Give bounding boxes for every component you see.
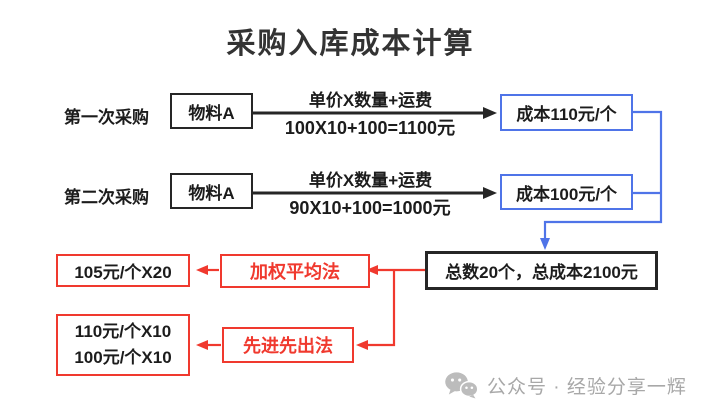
- purchase2-unit-cost-box: 成本100元/个: [500, 174, 633, 210]
- purchase2-formula-label: 单价X数量+运费: [308, 171, 433, 190]
- method-fifo-box: 先进先出法: [222, 327, 354, 363]
- purchase1-formula-calc: 100X10+100=1100元: [284, 118, 456, 138]
- wechat-icon: [445, 372, 479, 399]
- result-fifo-line2: 100元/个X10: [74, 348, 172, 367]
- result-weighted-average-box: 105元/个X20: [56, 254, 190, 287]
- purchase2-material-box: 物料A: [170, 173, 253, 209]
- purchase1-formula-label: 单价X数量+运费: [308, 91, 433, 110]
- page-title: 采购入库成本计算: [226, 28, 475, 60]
- purchase2-formula-calc: 90X10+100=1000元: [289, 198, 451, 218]
- watermark: 公众号 · 经验分享一辉: [444, 371, 687, 399]
- purchase2-label: 第二次采购: [64, 188, 149, 207]
- connector-cost1-to-total: [540, 110, 663, 250]
- total-summary-box: 总数20个，总成本2100元: [425, 251, 658, 290]
- purchase1-label: 第一次采购: [64, 108, 149, 127]
- purchase1-material-box: 物料A: [170, 93, 253, 129]
- method-weighted-average-box: 加权平均法: [220, 254, 370, 288]
- watermark-text: 公众号 · 经验分享一辉: [487, 376, 687, 398]
- result-fifo-line1: 110元/个X10: [74, 322, 172, 341]
- purchase1-unit-cost-box: 成本110元/个: [500, 94, 633, 131]
- connector-total-to-fifo: [356, 269, 396, 350]
- result-fifo-box: 110元/个X10 100元/个X10: [56, 314, 190, 376]
